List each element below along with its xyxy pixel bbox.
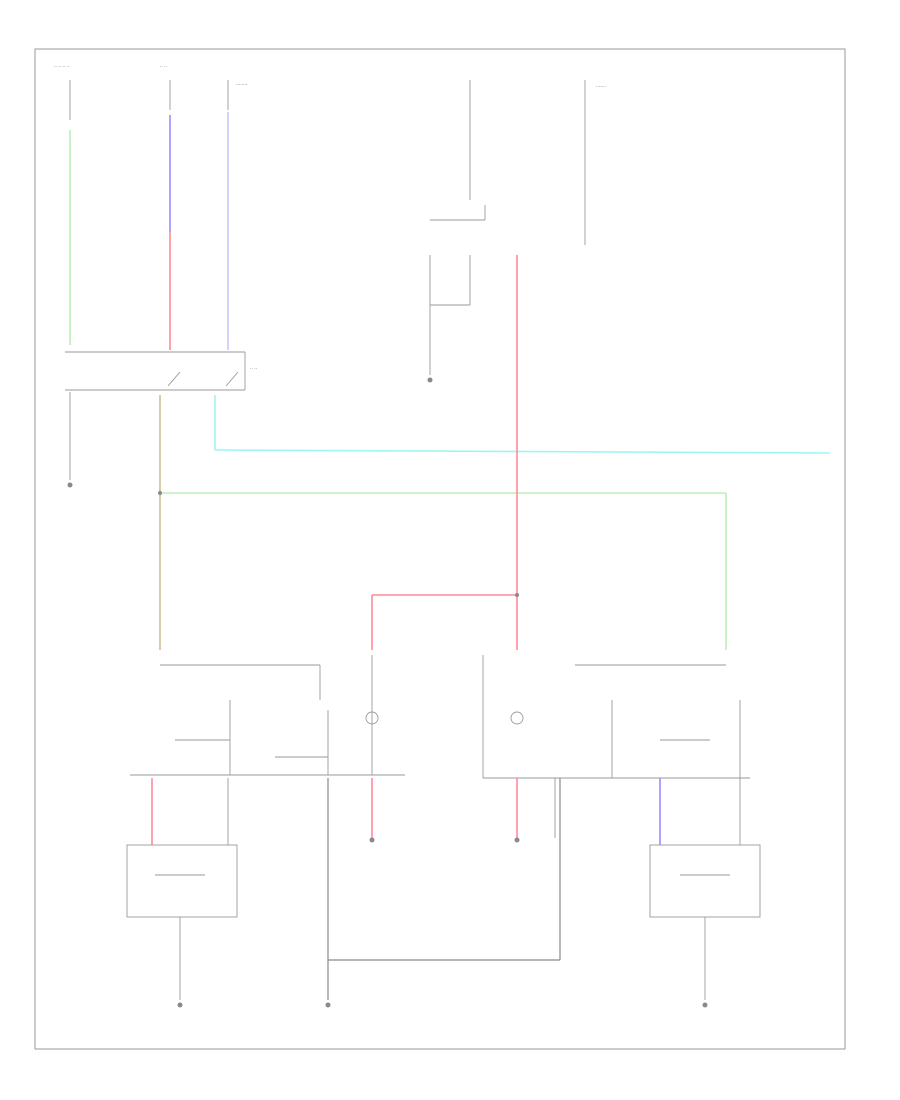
svg-text:·······: ·······	[596, 85, 606, 90]
svg-text:·· ·· ·· ··: ·· ·· ·· ··	[54, 65, 70, 70]
connector-dots	[158, 491, 520, 1008]
upper-switch-box: ·· ··	[65, 351, 257, 391]
svg-text:·· ··: ·· ··	[160, 65, 167, 70]
svg-text:········: ········	[236, 83, 247, 88]
svg-text:·· ··: ·· ··	[250, 367, 257, 372]
wire-cyan-run	[214, 449, 831, 454]
left-relay	[126, 844, 238, 1008]
left-switch-assembly	[130, 655, 405, 776]
top-fuse-feeds: ·· ·· ·· ·· ·· ·· ········	[54, 65, 247, 120]
diagram-frame	[34, 48, 846, 1050]
right-relay	[649, 844, 761, 1008]
right-switch-assembly	[482, 655, 750, 779]
top-middle-feed: ·······	[427, 80, 606, 383]
